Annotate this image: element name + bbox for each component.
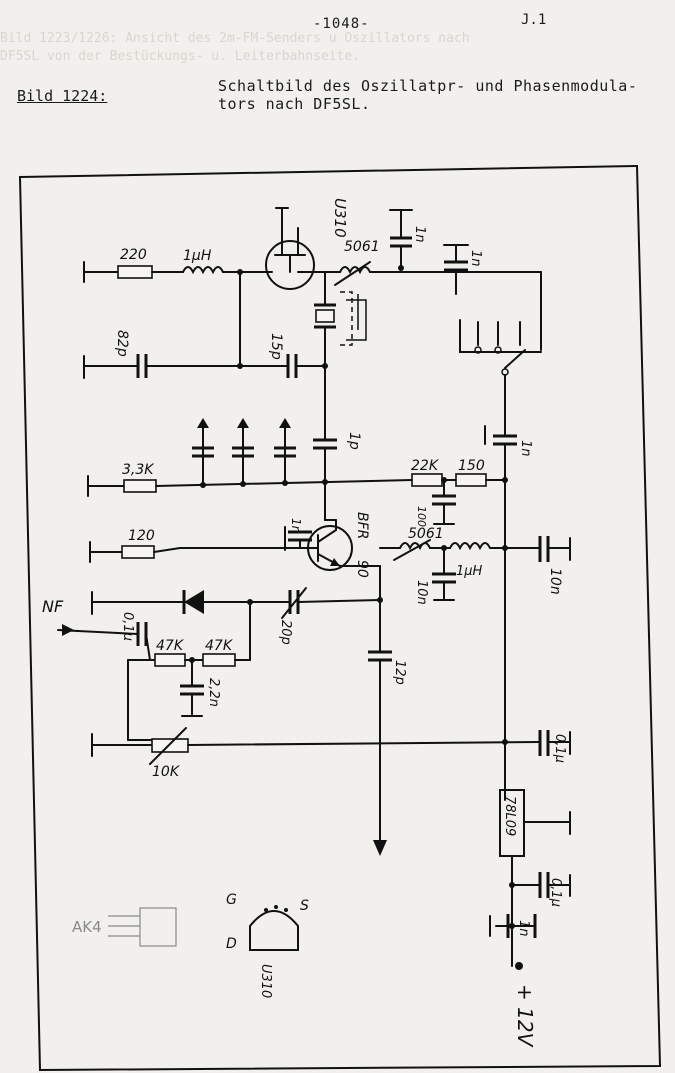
caption-line-2: tors nach DF5SL. xyxy=(218,95,371,113)
label-c15p: 15p xyxy=(268,333,284,360)
inductor-1uh-mid xyxy=(449,542,491,551)
potentiometer-row xyxy=(91,727,571,765)
base-network xyxy=(89,526,312,563)
label-pin-g: G xyxy=(226,892,237,908)
label-r120: 120 xyxy=(128,528,155,544)
varactor-row xyxy=(91,587,392,856)
resistor-47k-b xyxy=(202,653,236,667)
top-input-branch xyxy=(83,261,273,367)
potentiometer-10k xyxy=(151,738,189,753)
label-c20p: 20p xyxy=(278,620,293,645)
label-r22k: 22K xyxy=(411,458,440,474)
resistor-47k-a xyxy=(154,653,186,667)
output-filter xyxy=(379,536,571,601)
label-nf: NF xyxy=(42,597,64,616)
resistor-220 xyxy=(117,265,153,279)
label-pin-s: S xyxy=(300,898,309,914)
label-r10k: 10K xyxy=(152,764,181,780)
schematic-frame xyxy=(18,164,662,1072)
label-pin-d: D xyxy=(226,936,237,952)
voltage-regulator xyxy=(489,789,571,970)
bleed-through-text: Bild 1223/1226: Ansicht des 2m-FM-Sender… xyxy=(0,30,675,66)
label-l5061-mid: 5061 xyxy=(408,526,444,542)
page-number: -1048- xyxy=(313,16,370,32)
bias-row xyxy=(87,473,508,525)
bleed-through-line-2: DF5SL von der Bestückungs- u. Leiterbahn… xyxy=(0,49,361,64)
inductor-5061-top xyxy=(339,266,371,275)
label-c1n-mid: 1n xyxy=(518,440,533,457)
bleed-through-line-1: Bild 1223/1226: Ansicht des 2m-FM-Sender… xyxy=(0,31,470,46)
label-c01u-b: 0,1μ xyxy=(548,878,563,907)
label-c1n-top: 1n xyxy=(412,226,427,243)
resistor-120 xyxy=(121,545,155,559)
label-c01u: 0,1μ xyxy=(120,612,135,641)
label-c1n-bottom: 1n xyxy=(516,920,531,937)
label-c1n-bfr: 1n xyxy=(289,518,303,533)
label-c10n-a: 10n xyxy=(547,568,563,595)
label-r3k3: 3,3K xyxy=(122,462,155,478)
caption-line-1: Schaltbild des Oszillatpr- und Phasenmod… xyxy=(218,77,638,95)
figure-label: Bild 1224: xyxy=(17,87,108,105)
label-c100: 100 xyxy=(415,506,428,527)
feedback-row xyxy=(83,354,328,441)
nf-input xyxy=(57,622,251,741)
label-l1uh-top: 1μH xyxy=(183,248,212,264)
label-supply: + 12V xyxy=(513,984,537,1048)
label-c1p: 1p xyxy=(346,432,362,450)
label-c1n-right: 1n xyxy=(468,250,483,267)
page-reference: J.1 xyxy=(521,12,547,28)
figure-caption: Schaltbild des Oszillatpr- und Phasenmod… xyxy=(218,77,658,113)
label-c12p: 12p xyxy=(392,660,407,685)
label-r150: 150 xyxy=(458,458,485,474)
label-c2n2: 2,2n xyxy=(206,678,221,707)
label-bfr-type: 90 xyxy=(354,560,370,578)
label-c10n-b: 10n xyxy=(414,580,429,605)
resistor-3k3 xyxy=(123,479,157,493)
inductor-1uh-top xyxy=(182,266,224,275)
top-tank xyxy=(324,209,542,351)
label-bfr: BFR xyxy=(354,512,370,539)
u310-pinout xyxy=(249,905,299,951)
crystal-and-switch xyxy=(314,271,542,421)
label-l1uh-mid: 1μH xyxy=(456,564,483,579)
bfr90-transistor xyxy=(179,519,381,571)
label-c82p: 82p xyxy=(114,330,130,357)
resistor-150 xyxy=(455,473,487,487)
label-u310: U310 xyxy=(331,198,349,238)
label-l5061-top: 5061 xyxy=(344,239,380,255)
label-reg: 78L09 xyxy=(502,796,517,836)
trimmer-capacitor-bank xyxy=(192,418,296,485)
label-c01u-a: 0,1μ xyxy=(552,734,567,763)
u310-fet xyxy=(265,207,326,290)
label-handwritten: AK4 xyxy=(72,918,102,936)
label-r47k-a: 47K xyxy=(156,638,185,654)
label-r47k-b: 47K xyxy=(205,638,234,654)
resistor-22k xyxy=(411,473,443,487)
pencil-sketch xyxy=(108,907,177,947)
label-pin-type: U310 xyxy=(258,964,273,998)
label-r220: 220 xyxy=(120,247,147,263)
